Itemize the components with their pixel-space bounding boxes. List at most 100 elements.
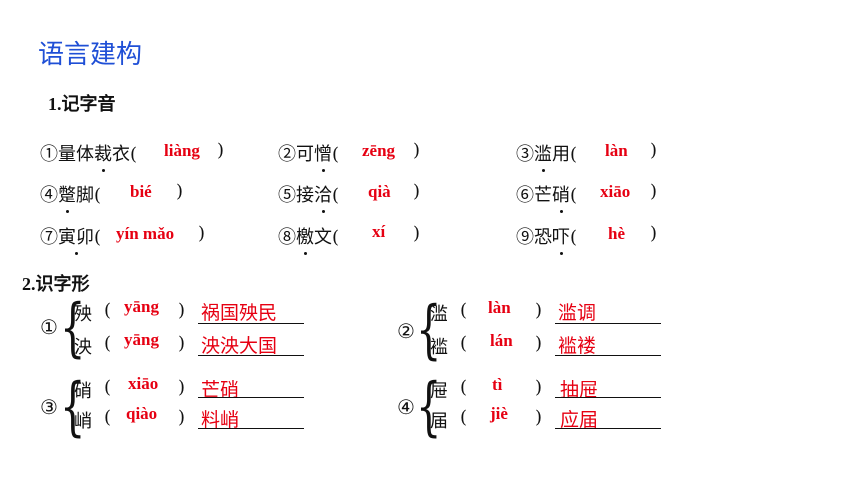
answer: zēng (362, 141, 396, 160)
dotted-char: 滥 (534, 144, 552, 165)
answer-line (198, 428, 304, 429)
answer: yāng (124, 297, 159, 316)
group-char: 泱 (74, 337, 92, 358)
item-text: ⑤接 (278, 185, 314, 206)
left-brace: { (60, 370, 86, 444)
answer: yāng (124, 330, 159, 349)
open-paren: ( (460, 407, 468, 428)
answer: jiè (490, 404, 508, 423)
item-text: ⑨恐 (516, 227, 552, 248)
answer-line (198, 397, 304, 398)
answer: làn (488, 298, 511, 317)
group-char: 届 (430, 411, 448, 432)
item-text: 衣( (112, 144, 138, 165)
open-paren: ( (104, 377, 112, 398)
open-paren: ( (104, 300, 112, 321)
item-text: 文( (314, 227, 340, 248)
group-char: 峭 (74, 411, 92, 432)
close-paren: ) (178, 300, 186, 321)
item-text: ③ (516, 144, 534, 165)
item-text: 用( (552, 144, 578, 165)
group-char: 滥 (430, 304, 448, 325)
item-text: ②可 (278, 144, 314, 165)
item-text: ( (94, 227, 102, 248)
list-item: ⑥芒硝( (516, 181, 577, 207)
close-paren: ) (535, 300, 543, 321)
answer: tì (492, 375, 503, 394)
close-paren: ) (217, 140, 225, 161)
group-number: ④ (397, 395, 415, 419)
close-paren: ) (176, 181, 184, 202)
open-paren: ( (460, 333, 468, 354)
list-item: ⑧檄文( (278, 223, 339, 249)
dotted-char: 洽 (314, 185, 332, 206)
group-char: 硝 (74, 381, 92, 402)
item-text: ①量体 (40, 144, 94, 165)
left-brace: { (416, 293, 442, 367)
list-item: ④蹩脚( (40, 181, 101, 207)
left-brace: { (416, 370, 442, 444)
answer-word: 芒硝 (201, 379, 240, 401)
close-paren: ) (650, 140, 658, 161)
item-text: ⑥芒 (516, 185, 552, 206)
close-paren: ) (413, 223, 421, 244)
list-item: ⑨恐吓( (516, 223, 577, 249)
close-paren: ) (178, 377, 186, 398)
group-char: 屉 (430, 381, 448, 402)
left-brace: { (60, 291, 86, 365)
answer-line (198, 355, 304, 356)
answer: qiào (126, 404, 158, 423)
close-paren: ) (650, 223, 658, 244)
open-paren: ( (104, 407, 112, 428)
close-paren: ) (650, 181, 658, 202)
dotted-char: 檄 (296, 227, 314, 248)
answer-word: 祸国殃民 (201, 302, 278, 324)
dotted-char: 裁 (94, 144, 112, 165)
close-paren: ) (535, 407, 543, 428)
answer-line (555, 355, 661, 356)
list-item: ③滥用( (516, 140, 577, 166)
dotted-char: 吓 (552, 227, 570, 248)
answer: qià (368, 182, 391, 201)
item-text: ( (570, 185, 578, 206)
list-item: ⑤接洽( (278, 181, 339, 207)
group-char: 殃 (74, 304, 92, 325)
item-text: 脚( (76, 185, 102, 206)
open-paren: ( (104, 333, 112, 354)
dotted-char: 憎 (314, 144, 332, 165)
item-text: ⑦ (40, 227, 58, 248)
group-number: ② (397, 319, 415, 343)
dotted-char: 寅卯 (58, 227, 94, 248)
open-paren: ( (460, 377, 468, 398)
section2-heading: 2.识字形 (22, 274, 90, 294)
close-paren: ) (413, 140, 421, 161)
page-title: 语言建构 (38, 40, 143, 70)
item-text: ( (332, 185, 340, 206)
item-text: ⑧ (278, 227, 296, 248)
answer: yín mǎo (116, 224, 175, 243)
close-paren: ) (413, 181, 421, 202)
list-item: ①量体裁衣( (40, 140, 137, 166)
close-paren: ) (535, 377, 543, 398)
answer-word: 抽屉 (560, 379, 599, 401)
group-char: 褴 (430, 337, 448, 358)
close-paren: ) (178, 333, 186, 354)
close-paren: ) (198, 223, 206, 244)
answer: xí (372, 222, 386, 241)
answer: liàng (164, 141, 200, 160)
list-item: ②可憎( (278, 140, 339, 166)
answer-word: 泱泱大国 (201, 335, 278, 357)
answer: hè (608, 224, 625, 243)
answer-line (555, 323, 661, 324)
item-text: ④ (40, 185, 58, 206)
answer-word: 料峭 (201, 409, 240, 431)
answer: làn (605, 141, 628, 160)
answer: lán (490, 331, 513, 350)
group-number: ③ (40, 395, 58, 419)
answer: bié (130, 182, 152, 201)
answer-word: 滥调 (558, 302, 597, 324)
open-paren: ( (460, 300, 468, 321)
dotted-char: 蹩 (58, 185, 76, 206)
answer-word: 应届 (560, 409, 599, 431)
dotted-char: 硝 (552, 185, 570, 206)
